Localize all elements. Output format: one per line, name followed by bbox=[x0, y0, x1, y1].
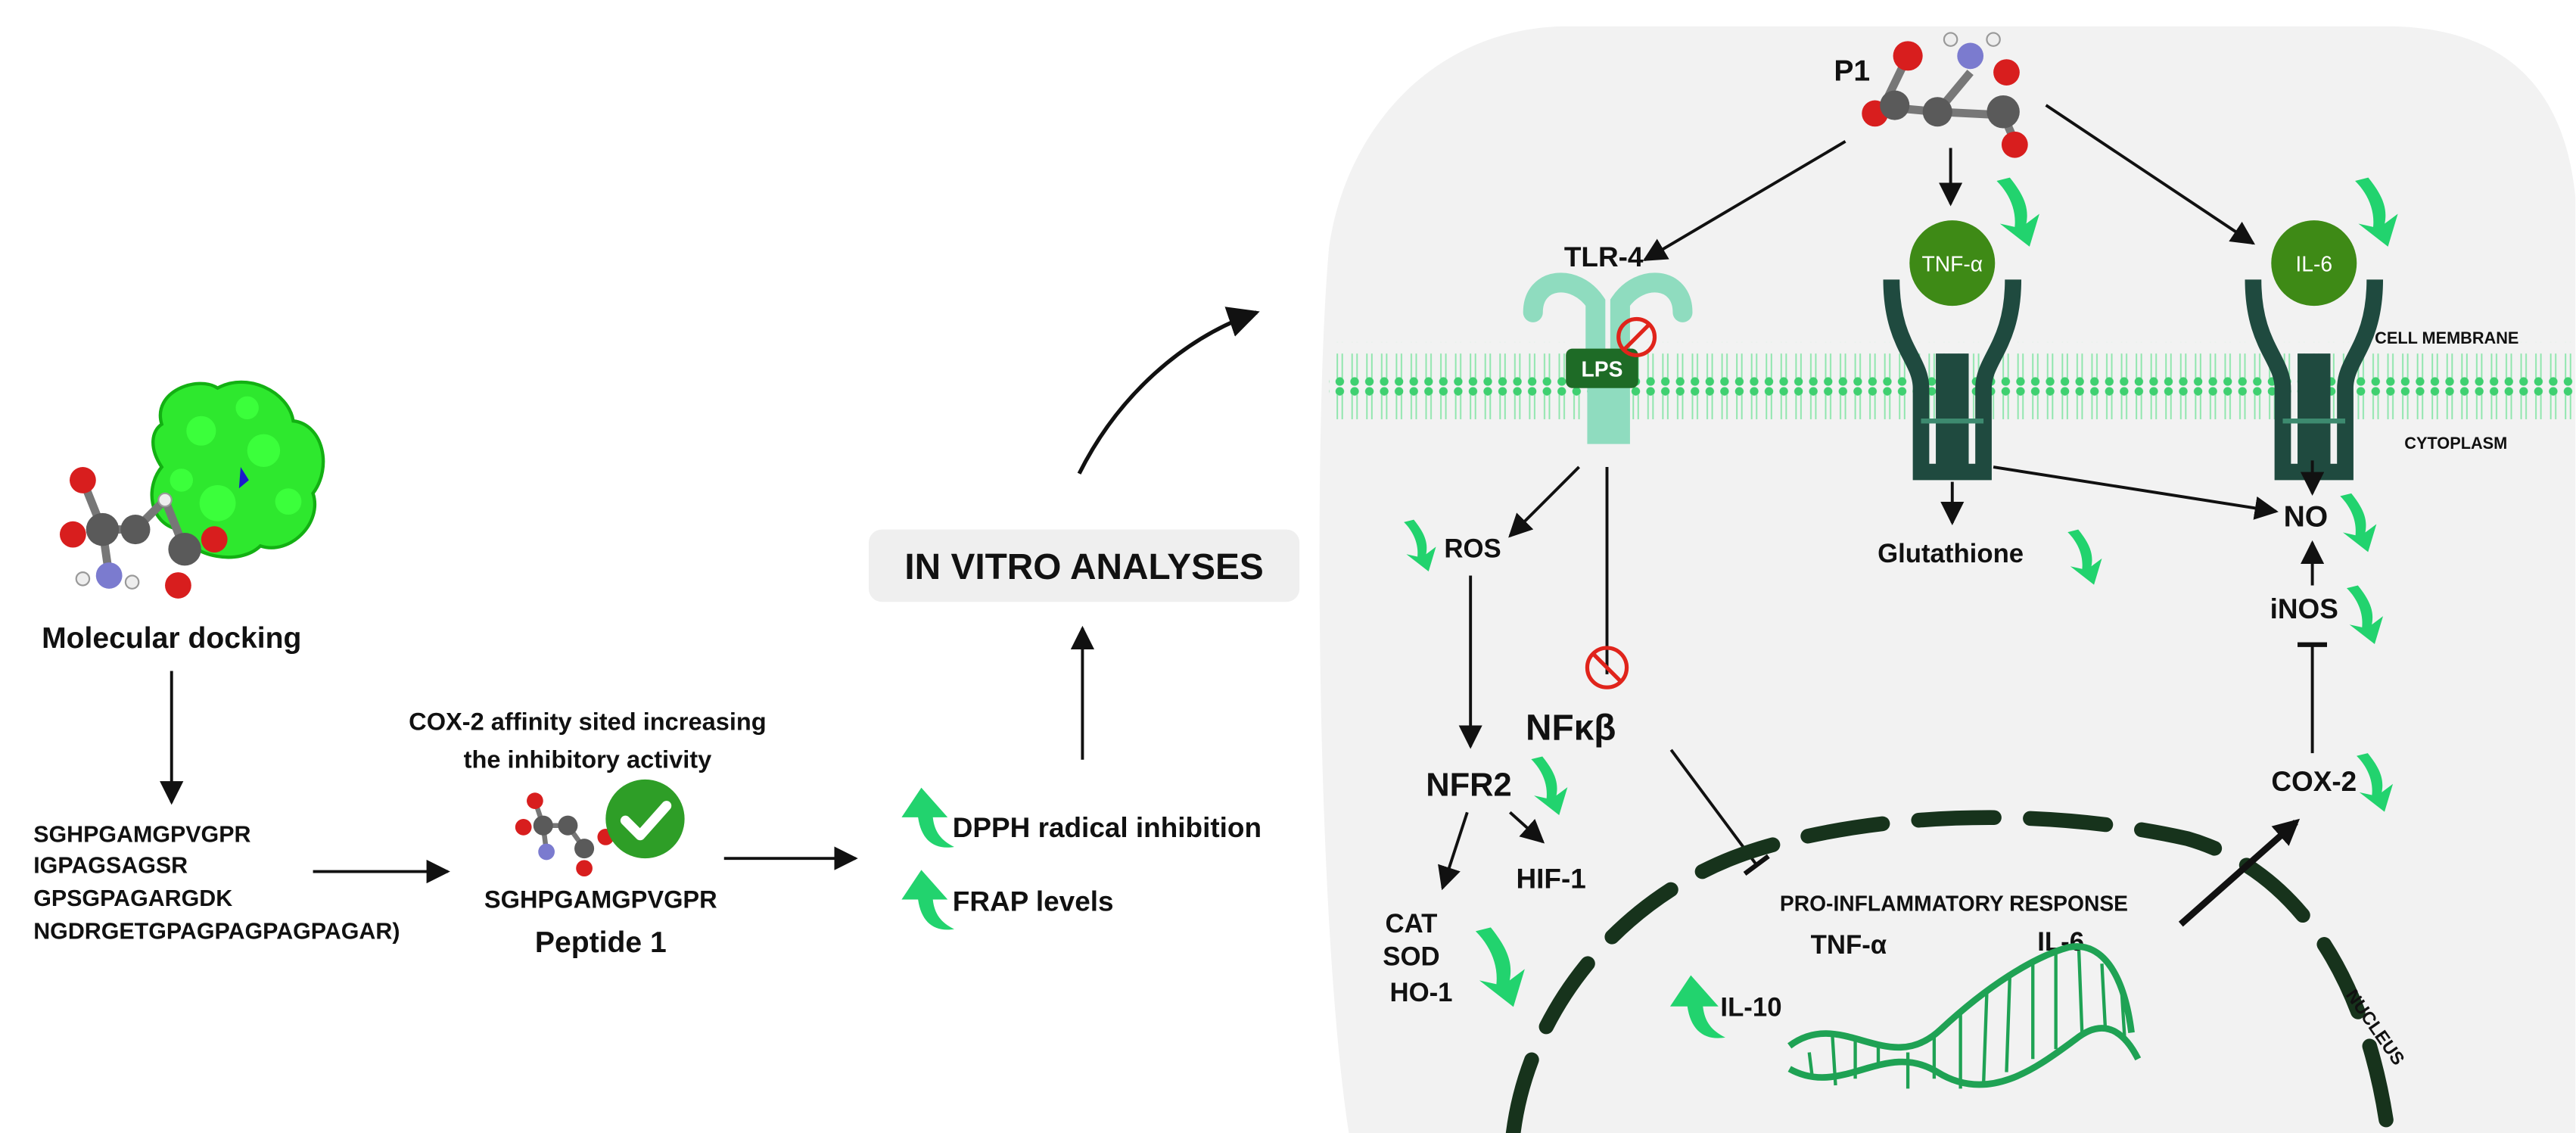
molecule-icon bbox=[59, 467, 228, 599]
cell-membrane-label: CELL MEMBRANE bbox=[2375, 328, 2518, 347]
dpph-label: DPPH radical inhibition bbox=[953, 812, 1262, 843]
no-label: NO bbox=[2284, 500, 2329, 533]
il6-receptor-label: IL-6 bbox=[2295, 251, 2332, 275]
nfr2-to-cat-arrow bbox=[1438, 811, 1469, 891]
nfr2-to-hif1-arrow bbox=[1509, 811, 1545, 844]
tlr4-label: TLR-4 bbox=[1564, 241, 1644, 272]
in-vitro-box bbox=[868, 529, 1300, 602]
nfr2-label: NFR2 bbox=[1426, 767, 1511, 804]
tnf-receptor bbox=[1883, 220, 2022, 481]
nucleus-to-cox2-arrow bbox=[2178, 818, 2301, 927]
invitro-to-cell-arrow bbox=[1077, 307, 1260, 475]
frap-up-arrow-icon bbox=[901, 870, 954, 930]
in-vitro-label: IN VITRO ANALYSES bbox=[904, 547, 1263, 587]
sequence-1: SGHPGAMGPVGPR bbox=[33, 821, 250, 847]
sequence-3: GPSGPAGARGDK bbox=[33, 886, 232, 911]
lps-inhibition-icon bbox=[1616, 316, 1657, 357]
tlr4-receptor bbox=[1523, 272, 1693, 444]
il6-receptor bbox=[2245, 220, 2384, 481]
nucleus-envelope bbox=[1505, 810, 2396, 1133]
tlr4-to-ros-arrow bbox=[1508, 465, 1580, 538]
cox2-affinity-caption-line2: the inhibitory activity bbox=[464, 745, 712, 773]
cox2-label: COX-2 bbox=[2271, 766, 2357, 797]
lps-label: LPS bbox=[1582, 357, 1623, 381]
sequence-4: NGDRGETGPAGPAGPAGPAGAR) bbox=[33, 919, 400, 945]
ros-label: ROS bbox=[1444, 535, 1501, 564]
cat-label: CAT bbox=[1386, 910, 1438, 938]
molecular-docking-label: Molecular docking bbox=[42, 622, 301, 655]
peptide1-molecule-icon bbox=[515, 792, 614, 877]
glutathione-label: Glutathione bbox=[1878, 540, 2024, 568]
ho1-label: HO-1 bbox=[1389, 979, 1452, 1007]
p1-label: P1 bbox=[1834, 54, 1870, 87]
hif1-label: HIF-1 bbox=[1516, 863, 1585, 894]
tnf-receptor-label: TNF-α bbox=[1921, 251, 1983, 275]
dna-icon bbox=[1787, 943, 2142, 1089]
sod-label: SOD bbox=[1383, 942, 1439, 971]
check-icon bbox=[605, 779, 685, 859]
nfkb-label: NFκβ bbox=[1526, 708, 1616, 749]
nucleus-tnf-alpha-label: TNF-α bbox=[1811, 931, 1887, 960]
pro-inflammatory-label: PRO-INFLAMMATORY RESPONSE bbox=[1780, 892, 2128, 916]
cox2-affinity-caption-line1: COX-2 affinity sited increasing bbox=[409, 708, 767, 736]
cytoplasm-label: CYTOPLASM bbox=[2404, 434, 2507, 453]
p1-to-tlr4-arrow bbox=[1642, 140, 1846, 261]
protein-surface-icon bbox=[150, 380, 325, 559]
p1-molecule-icon bbox=[1862, 32, 2028, 158]
dpph-up-arrow-icon bbox=[901, 787, 954, 848]
nfkb-inhibition-icon bbox=[1585, 646, 1629, 689]
p1-to-il6-arrow bbox=[2045, 104, 2255, 245]
frap-label: FRAP levels bbox=[953, 886, 1114, 917]
peptide1-sequence: SGHPGAMGPVGPR bbox=[484, 885, 717, 913]
inos-label: iNOS bbox=[2270, 593, 2338, 624]
peptide1-label: Peptide 1 bbox=[535, 926, 667, 959]
nfkb-inhibits-nucleus-line bbox=[1669, 749, 1770, 876]
tnf-to-no-arrow bbox=[1993, 465, 2279, 520]
sequence-2: IGPAGSAGSR bbox=[33, 853, 188, 879]
il10-label: IL-10 bbox=[1720, 994, 1781, 1023]
